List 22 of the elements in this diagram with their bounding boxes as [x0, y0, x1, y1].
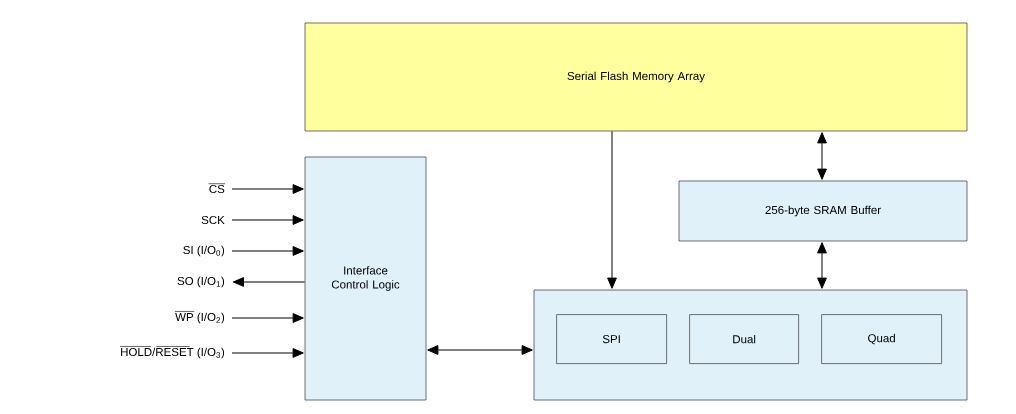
- pin-label: SCK: [201, 215, 225, 225]
- arrow: [231, 348, 304, 358]
- pin-label: WP (I/O$_{2}$): [175, 312, 225, 324]
- arrow: [232, 277, 306, 287]
- arrow: [231, 184, 304, 194]
- mode-box: Quad: [821, 314, 942, 364]
- mode-box: SPI: [556, 314, 667, 364]
- arrow: [817, 242, 827, 289]
- arrow: [231, 246, 304, 256]
- logic-box: Interface Control Logic: [304, 156, 427, 401]
- memory-array-box: Serial Flash Memory Array: [304, 22, 968, 132]
- pin-label: CS: [209, 184, 225, 194]
- pin-label: SO (I/O$_{1}$): [177, 276, 225, 288]
- pin-label: SI (I/O$_{0}$): [183, 245, 225, 257]
- arrow: [607, 130, 617, 289]
- arrow: [231, 313, 304, 323]
- arrow: [817, 132, 827, 180]
- mode-box: Dual: [689, 314, 799, 364]
- buffer-box: 256-byte SRAM Buffer: [678, 180, 968, 242]
- arrow: [427, 345, 533, 355]
- pin-label: HOLD/RESET (I/O$_{3}$): [121, 347, 225, 359]
- arrow: [231, 215, 304, 225]
